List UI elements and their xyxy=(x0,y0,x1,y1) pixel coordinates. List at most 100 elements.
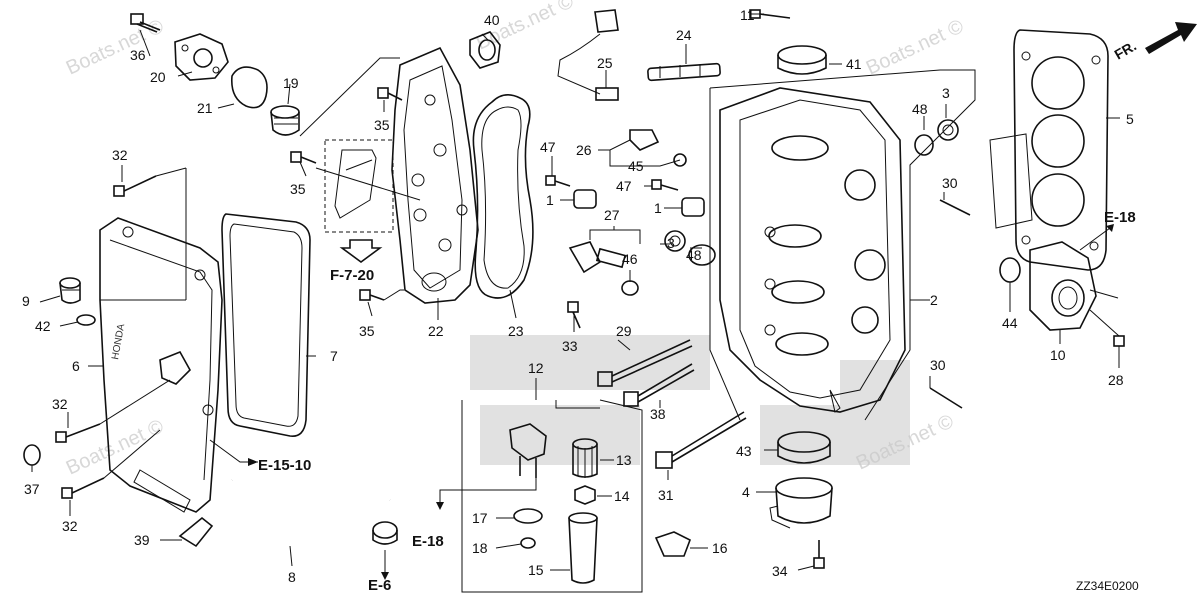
bolt-34 xyxy=(813,540,825,569)
seal-41 xyxy=(777,45,827,75)
callout-36: 36 xyxy=(130,47,146,63)
bolt-29 xyxy=(597,339,693,387)
callout-27: 27 xyxy=(604,207,620,223)
callout-2: 2 xyxy=(930,292,938,308)
callout-48-b: 48 xyxy=(912,101,928,117)
callout-18: 18 xyxy=(472,540,488,556)
callout-3-a: 3 xyxy=(667,235,675,251)
cylinder-block-2 xyxy=(719,87,906,413)
bolt-47-b xyxy=(651,179,679,191)
callout-26: 26 xyxy=(576,142,592,158)
callout-48-a: 48 xyxy=(686,247,702,263)
stud-30-a xyxy=(939,199,971,216)
callout-44: 44 xyxy=(1002,315,1018,331)
washer-48-mid xyxy=(688,244,716,266)
gasket-21 xyxy=(230,66,268,109)
callout-46: 46 xyxy=(622,251,638,267)
callout-12: 12 xyxy=(528,360,544,376)
bolt-35-c xyxy=(359,289,385,301)
gasket-23 xyxy=(472,94,534,299)
housing-4 xyxy=(769,477,833,529)
washer-48-top xyxy=(914,134,934,156)
callout-30-b: 30 xyxy=(930,357,946,373)
sensor-27 xyxy=(568,241,627,274)
callout-38: 38 xyxy=(650,406,666,422)
o-ring-44 xyxy=(999,257,1021,283)
bolt-38 xyxy=(623,363,695,407)
callout-34: 34 xyxy=(772,563,788,579)
reference-labels: F-7-20 E-15-10 E-18 E-18 E-6 xyxy=(258,209,1136,594)
callout-32-b: 32 xyxy=(52,396,68,412)
leader-lines xyxy=(31,13,1120,580)
bolt-32-a xyxy=(113,175,157,197)
bushing-1-a xyxy=(573,189,597,209)
svg-text:HONDA: HONDA xyxy=(110,323,127,361)
bolt-32-c xyxy=(61,477,105,499)
callout-9: 9 xyxy=(22,293,30,309)
callout-23: 23 xyxy=(508,323,524,339)
callout-5: 5 xyxy=(1126,111,1134,127)
bolt-28 xyxy=(1089,309,1125,347)
thermostat-19 xyxy=(270,105,300,136)
callout-29: 29 xyxy=(616,323,632,339)
bolt-32-b xyxy=(55,423,101,443)
callout-39: 39 xyxy=(134,532,150,548)
callout-43: 43 xyxy=(736,443,752,459)
filter-13 xyxy=(572,438,598,478)
nut-14 xyxy=(574,485,596,505)
callout-17: 17 xyxy=(472,510,488,526)
cylinder-head-cover-6: HONDA xyxy=(99,217,223,513)
fitting-12 xyxy=(509,423,547,478)
callout-37: 37 xyxy=(24,481,40,497)
callout-40: 40 xyxy=(484,12,500,28)
plug-37 xyxy=(23,444,41,466)
filter-assembly-box xyxy=(461,399,643,593)
callout-22: 22 xyxy=(428,323,444,339)
block-bracket xyxy=(709,69,976,421)
front-label: FR. xyxy=(1112,37,1140,62)
callout-labels: 36 20 21 19 40 35 35 35 22 23 32 9 42 6 … xyxy=(22,7,1134,585)
o-ring-18 xyxy=(520,537,536,549)
callout-11: 11 xyxy=(740,7,755,23)
diagram-code: ZZ34E0200 xyxy=(1076,579,1139,593)
callout-35-b: 35 xyxy=(290,181,306,197)
callout-32-a: 32 xyxy=(112,147,128,163)
seal-3-mid xyxy=(664,230,686,252)
thermostat-cover-20 xyxy=(174,33,229,81)
o-ring-46 xyxy=(621,280,639,296)
callout-35-a: 35 xyxy=(374,117,390,133)
clip-16 xyxy=(654,531,692,557)
callout-10: 10 xyxy=(1050,347,1066,363)
bolt-35-a xyxy=(377,87,403,101)
callout-47-b: 47 xyxy=(616,178,632,194)
grommet-40 xyxy=(469,31,501,69)
callout-6: 6 xyxy=(72,358,80,374)
callout-19: 19 xyxy=(283,75,299,91)
housing-10 xyxy=(1029,241,1097,331)
callout-14: 14 xyxy=(614,488,630,504)
reference-e-18-right: E-18 xyxy=(1104,209,1136,226)
callout-30-a: 30 xyxy=(942,175,958,191)
seal-3-top xyxy=(937,119,959,141)
o-ring-42 xyxy=(76,314,96,326)
callout-4: 4 xyxy=(742,484,750,500)
front-direction-arrow: FR. xyxy=(1112,22,1197,63)
callout-3-b: 3 xyxy=(942,85,950,101)
seal-43 xyxy=(777,431,831,464)
cup-15 xyxy=(568,512,598,584)
watermark: Boats.net © xyxy=(63,415,168,479)
callout-35-c: 35 xyxy=(359,323,375,339)
exhaust-cover-22 xyxy=(391,46,479,304)
cover-gasket-7 xyxy=(221,213,311,437)
reference-f-7-20: F-7-20 xyxy=(330,267,374,284)
callout-41: 41 xyxy=(846,56,862,72)
callout-7: 7 xyxy=(330,348,338,364)
callout-33: 33 xyxy=(562,338,578,354)
callout-16: 16 xyxy=(712,540,728,556)
callout-28: 28 xyxy=(1108,372,1124,388)
head-gasket-5 xyxy=(989,29,1109,271)
callout-20: 20 xyxy=(150,69,166,85)
stud-30-b xyxy=(929,387,963,409)
